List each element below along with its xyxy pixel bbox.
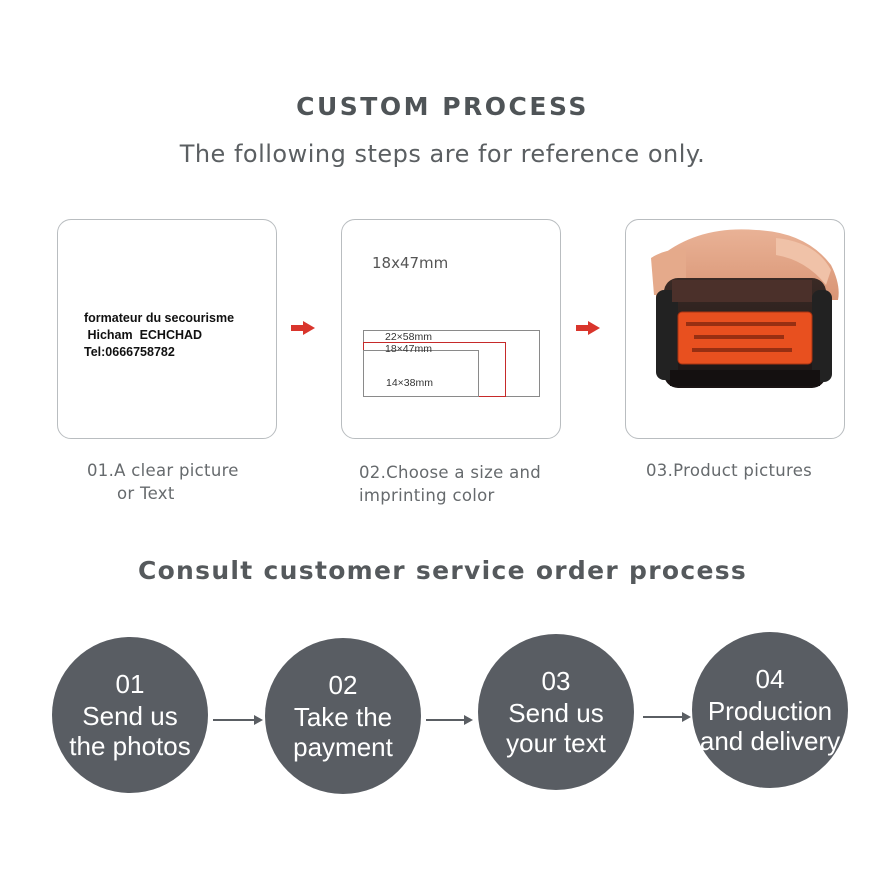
step-caption: 01.A clear picture or Text (87, 459, 239, 505)
arrow-head-icon (588, 321, 600, 335)
process-step-circle: 01 Send us the photos (52, 637, 208, 793)
process-step-line: payment (293, 732, 393, 762)
arrow-right-icon (426, 719, 467, 721)
process-step-line: and delivery (699, 726, 841, 756)
size-label: 22×58mm (385, 331, 432, 343)
step-card-product (625, 219, 845, 439)
step-card-size: 18x47mm 22×58mm 18×47mm 14×38mm (341, 219, 561, 439)
sample-text-line: Hicham ECHCHAD (84, 328, 203, 342)
step-card-text: formateur du secourisme Hicham ECHCHAD T… (57, 219, 277, 439)
caption-line: or Text (117, 484, 175, 503)
process-step-number: 04 (755, 664, 785, 694)
size-outline-small (363, 350, 479, 397)
process-step-circle: 04 Production and delivery (692, 632, 848, 788)
arrow-head-icon (682, 712, 691, 722)
caption-line: 01.A clear picture (87, 461, 239, 480)
process-step-line: Production (707, 696, 833, 726)
section-title: Consult customer service order process (137, 556, 748, 585)
sample-text-block: formateur du secourisme Hicham ECHCHAD T… (84, 310, 234, 361)
sample-text-line: formateur du secourisme (84, 311, 235, 325)
arrow-right-icon (643, 716, 684, 718)
caption-line: 02.Choose a size and (359, 463, 542, 482)
step-caption: 02.Choose a size and imprinting color (359, 461, 541, 507)
step-caption: 03.Product pictures (646, 459, 812, 482)
size-heading: 18x47mm (372, 254, 449, 272)
process-step-circle: 03 Send us your text (478, 634, 634, 790)
process-step-number: 01 (115, 669, 145, 699)
page-subtitle: The following steps are for reference on… (179, 140, 706, 168)
arrow-right-icon (213, 719, 257, 721)
arrow-right-icon (291, 325, 304, 331)
product-photo (651, 229, 839, 388)
process-step-circle: 02 Take the payment (265, 638, 421, 794)
process-step-line: your text (506, 728, 606, 758)
arrow-right-icon (576, 325, 589, 331)
caption-line: 03.Product pictures (646, 461, 813, 480)
size-label: 14×38mm (386, 377, 433, 389)
process-step-number: 03 (541, 666, 571, 696)
process-step-line: Send us (82, 701, 178, 731)
process-step-line: Send us (508, 698, 604, 728)
size-label: 18×47mm (385, 343, 432, 355)
arrow-head-icon (303, 321, 315, 335)
arrow-head-icon (254, 715, 263, 725)
page-title: CUSTOM PROCESS (296, 92, 589, 121)
process-step-line: the photos (69, 731, 191, 761)
process-step-number: 02 (328, 670, 358, 700)
arrow-head-icon (464, 715, 473, 725)
sample-text-line: Tel:0666758782 (84, 345, 175, 359)
process-step-line: Take the (293, 702, 393, 732)
caption-line: imprinting color (359, 486, 495, 505)
